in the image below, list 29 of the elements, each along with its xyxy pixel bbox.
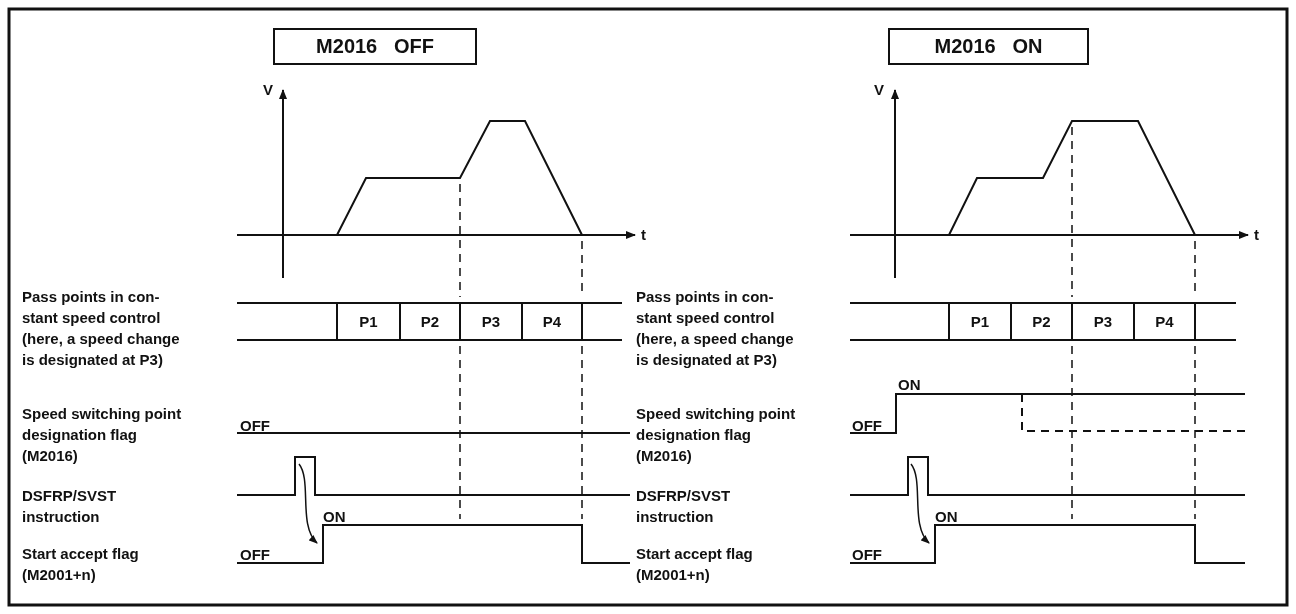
- state-label: OFF: [240, 547, 270, 563]
- axis-label: t: [641, 227, 646, 243]
- signal-name: Pass points in con- stant speed control (here, a speed change is designated at P3): [636, 287, 795, 370]
- pass-point-label: P3: [1092, 314, 1114, 330]
- pass-point-label: P1: [358, 314, 379, 330]
- signal-name: Start accept flag (M2001+n): [22, 544, 140, 585]
- title-box: M2016 OFF: [273, 28, 477, 65]
- axis-label: V: [874, 82, 884, 98]
- signal-name: DSFRP/SVST instruction: [22, 486, 118, 527]
- state-label: OFF: [240, 418, 270, 434]
- state-label: OFF: [852, 547, 882, 563]
- state-label: ON: [323, 509, 346, 525]
- state-label: ON: [935, 509, 958, 525]
- signal-name: Start accept flag (M2001+n): [636, 544, 754, 585]
- state-label: OFF: [852, 418, 882, 434]
- pass-point-label: P2: [419, 314, 441, 330]
- state-label: ON: [898, 377, 921, 393]
- pass-point-label: P1: [969, 314, 991, 330]
- signal-name: Speed switching point designation flag (M2016): [636, 404, 797, 466]
- pass-point-label: P4: [1154, 314, 1175, 330]
- signal-name: Pass points in con- stant speed control (here, a speed change is designated at P3): [22, 287, 181, 370]
- axis-label: V: [263, 82, 273, 98]
- axis-label: t: [1254, 227, 1259, 243]
- title-box: M2016 ON: [888, 28, 1089, 65]
- signal-name: Speed switching point designation flag (M2016): [22, 404, 183, 466]
- pass-point-label: P2: [1031, 314, 1052, 330]
- pass-point-label: P4: [541, 314, 563, 330]
- pass-point-label: P3: [480, 314, 502, 330]
- signal-name: DSFRP/SVST instruction: [636, 486, 732, 527]
